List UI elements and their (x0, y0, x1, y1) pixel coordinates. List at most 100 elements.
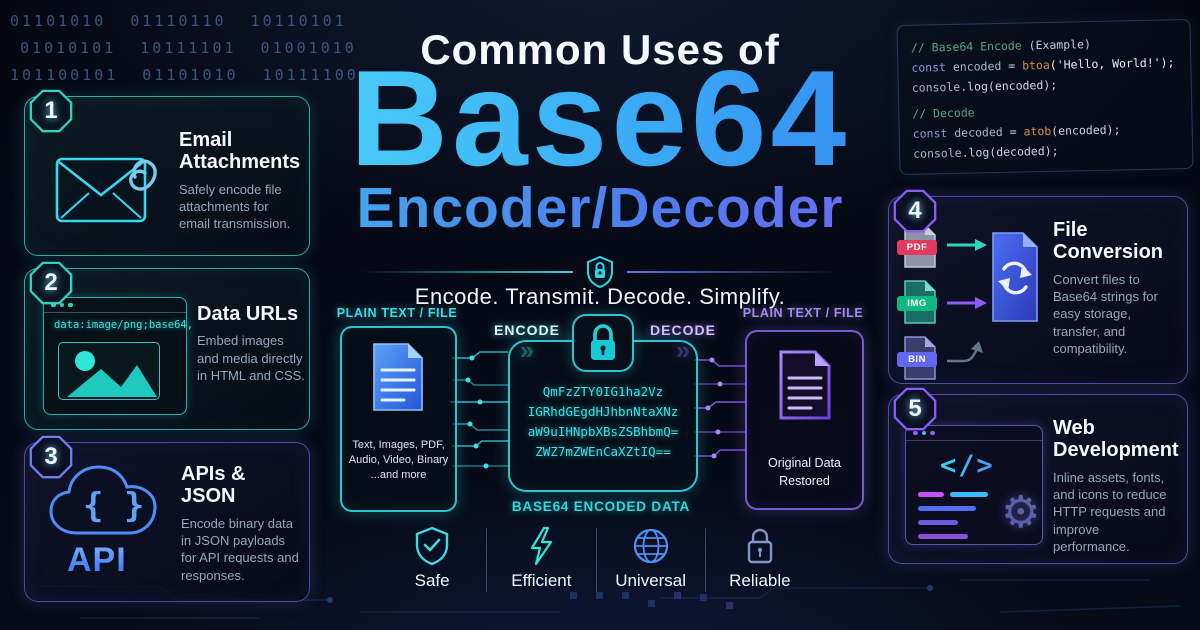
encoder-box-label: BASE64 ENCODED DATA (511, 499, 691, 514)
data-url-text: data:image/png;base64, (54, 319, 194, 331)
browser-titlebar (44, 298, 186, 313)
badge-4: 4 (893, 189, 937, 233)
features-row: Safe Efficient Universal (378, 524, 814, 596)
code-brackets-glyph: </> (940, 450, 995, 481)
header-kicker: Common Uses of (0, 26, 1200, 74)
feature-label: Reliable (729, 571, 791, 590)
card-title: Web Development (1053, 417, 1179, 462)
card-desc: Inline assets, fonts, and icons to reduc… (1053, 469, 1167, 554)
conversion-arrows-icon (947, 239, 987, 363)
octagon-icon (29, 261, 73, 305)
browser-dot (68, 302, 73, 308)
card-email-attachments: 1 Email Attachments Safely encode file a… (24, 89, 310, 256)
feature-divider (704, 528, 706, 592)
badge-2: 2 (29, 261, 73, 305)
browser-dot (59, 302, 64, 308)
page-subtitle: Encoder/Decoder (0, 180, 1200, 237)
card-title: File Conversion (1053, 219, 1164, 264)
browser-titlebar (906, 426, 1042, 441)
image-placeholder-icon (58, 342, 160, 400)
badge-number: 1 (44, 97, 58, 124)
binary-row: 101100101 01101010 10111100 (10, 62, 359, 89)
card-text: APIs & JSON Encode binary data in JSON p… (181, 463, 303, 584)
card-text: Data URLs Embed images and media directl… (197, 303, 305, 384)
octagon-icon (893, 387, 937, 431)
feature-safe: Safe (378, 524, 486, 596)
document-icon (779, 350, 831, 420)
binary-row: 01010101 10111101 01001010 (20, 39, 357, 57)
flow-encoder-box: QmFzZTY0IG1ha2Vz IGRhdGEgdHJhbnNtaXNz aW… (508, 314, 698, 492)
flow-output-label: PLAIN TEXT / FILE (742, 306, 864, 320)
bolt-icon (531, 526, 553, 566)
badge-3: 3 (29, 435, 73, 479)
flow-output-box: Original Data Restored (745, 330, 864, 510)
code-snippet-panel: // Base64 Encode (Example) const encoded… (896, 18, 1194, 176)
browser-dot (51, 302, 56, 308)
feature-efficient: Efficient (487, 524, 595, 596)
octagon-icon (29, 89, 73, 133)
tagline: Encode. Transmit. Decode. Simplify. (414, 284, 786, 309)
browser-dot (913, 430, 918, 436)
file-label: IMG (897, 296, 937, 311)
lock-tab (572, 314, 634, 372)
card-desc: Encode binary data in JSON payloads for … (181, 515, 299, 583)
feature-reliable: Reliable (706, 524, 814, 596)
octagon-icon (893, 189, 937, 233)
feature-divider (595, 528, 597, 592)
card-title: APIs & JSON (181, 463, 246, 508)
document-icon (373, 343, 423, 411)
file-label: BIN (897, 352, 937, 367)
globe-icon (633, 528, 668, 564)
img-file-icon: IMG (897, 279, 939, 330)
flow-output-caption: Original Data Restored (768, 456, 841, 488)
cloud-api-icon: { } (49, 465, 157, 535)
card-text: File Conversion Convert files to Base64 … (1053, 219, 1173, 357)
padlock-icon (747, 528, 773, 564)
card-data-urls: 2 data:image/png;base64, Data URLs Embed… (24, 261, 310, 430)
binary-decoration: 01101010 01110110 10110101 01010101 1011… (10, 8, 359, 89)
badge-number: 3 (44, 443, 58, 470)
page-title: Base64 (0, 50, 1200, 186)
divider-line-left (360, 271, 573, 273)
bin-file-icon: BIN (897, 335, 939, 386)
shield-lock-icon (587, 255, 613, 289)
badge-1: 1 (29, 89, 73, 133)
card-text: Email Attachments Safely encode file att… (179, 129, 303, 233)
browser-dot (930, 430, 935, 436)
convert-document-icon (992, 232, 1038, 322)
code-bar (918, 534, 968, 539)
image-icon (67, 351, 157, 397)
card-text: Web Development Inline assets, fonts, an… (1053, 417, 1179, 555)
card-desc: Safely encode file attachments for email… (179, 181, 291, 232)
code-bar (918, 520, 958, 525)
feature-universal: Universal (597, 524, 705, 596)
flow-input-label: PLAIN TEXT / FILE (336, 306, 458, 320)
octagon-icon (29, 435, 73, 479)
badge-number: 4 (908, 197, 922, 224)
feature-label: Efficient (511, 571, 572, 590)
badge-number: 5 (908, 395, 922, 422)
card-web-development: 5 </> ⚙ Web Development Inline assets, f… (888, 387, 1188, 564)
card-desc: Embed images and media directly in HTML … (197, 333, 305, 383)
badge-5: 5 (893, 387, 937, 431)
svg-text:{ }: { } (83, 486, 144, 526)
header-divider (360, 252, 840, 292)
card-title: Data URLs (197, 303, 299, 325)
api-label: API (67, 541, 127, 579)
base64-text: QmFzZTY0IG1ha2Vz IGRhdGEgdHJhbnNtaXNz aW… (527, 384, 679, 459)
feature-label: Universal (615, 571, 687, 590)
binary-row: 01101010 01110110 10110101 (10, 12, 347, 30)
lock-icon (591, 324, 615, 360)
divider-line-right (627, 271, 840, 273)
card-title: Email Attachments (179, 129, 301, 174)
code-bar (950, 492, 988, 497)
flow-input-box: Text, Images, PDF, Audio, Video, Binary … (340, 326, 457, 512)
card-desc: Convert files to Base64 strings for easy… (1053, 271, 1158, 356)
browser-dot (921, 430, 926, 436)
feature-divider (486, 528, 488, 592)
encode-label: ENCODE (494, 322, 560, 338)
browser-mockup: </> (905, 425, 1043, 545)
email-attachment-icon (55, 157, 157, 223)
feature-label: Safe (414, 571, 450, 590)
